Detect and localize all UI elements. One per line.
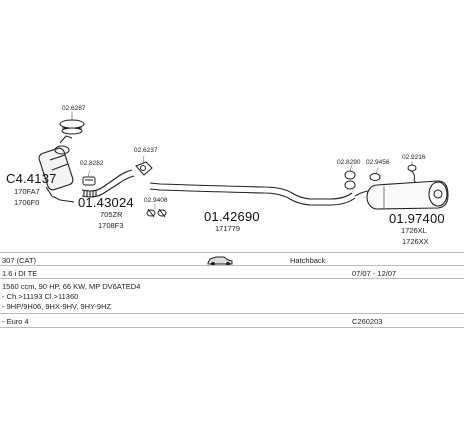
reference-code: C260203 [352, 317, 383, 326]
middle-pipe [149, 182, 356, 206]
rear-silencer-part-number: 01.97400 [389, 211, 445, 226]
hanger-code-3: 02.9216 [402, 154, 426, 161]
cat-part-number: C4.4137 [6, 171, 57, 186]
leader-lines [87, 155, 413, 209]
front-pipe-part-number: 01.43024 [78, 195, 134, 210]
engine-spec: 1560 ccm, 90 HP, 66 KW, MP DV6ATED4 [2, 282, 141, 291]
rear-silencer-ref-1: 1726XL [401, 226, 427, 235]
middle-pipe-ref: 171779 [215, 224, 241, 233]
model: 307 (CAT) [2, 256, 37, 265]
body-type: Hatchback [290, 256, 326, 265]
info-row-engine: 1.6 i DI TE 07/07 - 12/07 [0, 265, 464, 279]
front-clamp [82, 176, 96, 186]
flex-section [83, 190, 97, 197]
cat-gasket-part [59, 119, 85, 135]
cat-gasket-code: 02.6287 [62, 105, 86, 112]
info-row-spec: 1560 ccm, 90 HP, 66 KW, MP DV6ATED4 - Ch… [0, 278, 464, 314]
date-range: 07/07 - 12/07 [352, 269, 397, 278]
hanger-code-2: 02.9456 [366, 159, 390, 166]
emission-standard: - Euro 4 [2, 317, 29, 326]
bolt-set [146, 208, 167, 218]
chassis-numbers: - Ch.>11193 Cl.>11360 [2, 292, 79, 301]
middle-pipe-part-number: 01.42690 [204, 209, 260, 224]
info-row-emission: - Euro 4 C260203 [0, 313, 464, 328]
rear-silencer [354, 180, 449, 210]
front-pipe-ref-1: 705ZR [100, 210, 123, 219]
bolt-code: 02.9408 [144, 197, 168, 204]
front-pipe [81, 169, 135, 198]
hanger-code-1: 02.8290 [337, 159, 361, 166]
info-row-model: 307 (CAT) Hatchback [0, 252, 464, 266]
engine: 1.6 i DI TE [2, 269, 38, 278]
rear-silencer-ref-2: 1726XX [402, 237, 429, 246]
front-pipe-ref-2: 1708F3 [98, 221, 124, 230]
clamp-code: 02.8282 [80, 160, 104, 167]
gasket-code: 02.6237 [134, 147, 158, 154]
catalytic-converter [38, 135, 75, 203]
cat-ref-2: 1706F0 [14, 198, 40, 207]
joint-gasket [135, 161, 153, 176]
cat-ref-1: 170FA7 [14, 187, 40, 196]
engine-codes: - 9HP/9H06, 9HX-9HV, 9HY-9HZ [2, 302, 112, 311]
